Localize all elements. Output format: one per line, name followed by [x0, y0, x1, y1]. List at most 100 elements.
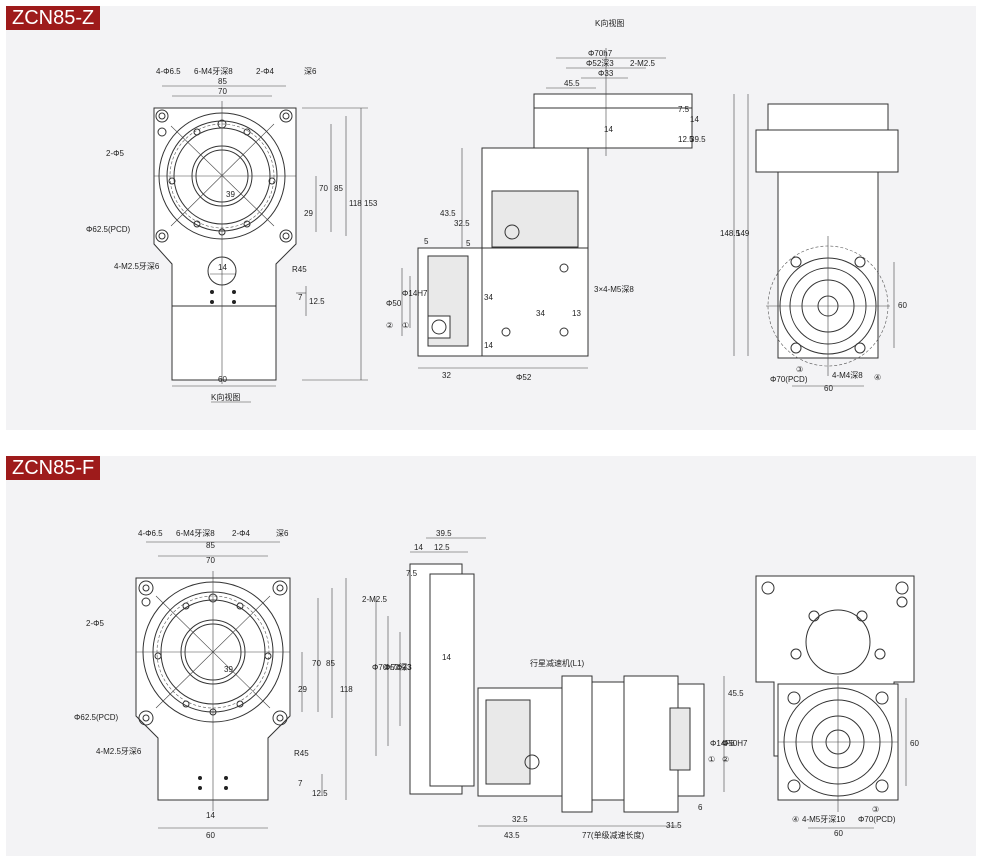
label-circ4: ④: [792, 815, 799, 824]
back-view: Φ70(PCD) 4-M4深8 ③ ④ 60 60: [755, 103, 907, 393]
dim-7-5: 7.5: [406, 569, 418, 578]
label-m5: 4-M5牙深10: [802, 815, 846, 824]
drawing-zcn85-f: 4-Φ6.5 6-M4牙深8 2-Φ4 深6 85 70 2-Φ5 39 Φ62…: [74, 529, 919, 840]
label-pcd: Φ62.5(PCD): [74, 713, 119, 722]
label-pin-depth: 深6: [304, 67, 317, 76]
front-view: 4-Φ6.5 6-M4牙深8 2-Φ4 深6 85 70 2-Φ5 39 Φ62…: [86, 67, 378, 403]
label-holes: 4-Φ6.5: [156, 67, 181, 76]
dim-7-5: 7.5: [678, 105, 690, 114]
dim-29: 29: [304, 209, 313, 218]
dim-phi52: Φ52深3: [586, 59, 614, 68]
dim-14: 14: [218, 263, 227, 272]
dim-34b: 34: [536, 309, 545, 318]
label-r45: R45: [294, 749, 309, 758]
label-circ1: ①: [708, 755, 715, 764]
label-threads: 6-M4牙深8: [194, 67, 233, 76]
label-circ4: ④: [874, 373, 881, 382]
dim-phi70: Φ70h7: [372, 663, 397, 672]
dim-31-5: 31.5: [666, 821, 682, 830]
side-view: 39.5 14 12.5 7.5 2-M2.5 Φ70h7 Φ52深3 Φ33 …: [362, 529, 748, 840]
dim-43-5: 43.5: [440, 209, 456, 218]
dim-5a: 5: [424, 237, 429, 246]
dim-phi50: Φ50: [386, 299, 402, 308]
dim-32-5: 32.5: [454, 219, 470, 228]
back-view: 60 ④ 4-M5牙深10 Φ70(PCD) ③ 60: [755, 575, 919, 838]
dim-32-5: 32.5: [512, 815, 528, 824]
dim-h70: 70: [312, 659, 321, 668]
dim-14: 14: [206, 811, 215, 820]
panel-title: ZCN85-Z: [6, 6, 101, 30]
label-k-view-top: K向视图: [595, 18, 624, 28]
dim-60: 60: [910, 739, 919, 748]
dim-14d: 14: [484, 341, 493, 350]
dim-43-5: 43.5: [504, 831, 520, 840]
dim-12-5: 12.5: [312, 789, 328, 798]
dim-12-5: 12.5: [309, 297, 325, 306]
dim-14c: 14: [604, 125, 613, 134]
dim-14b: 14: [414, 543, 423, 552]
dim-45-5: 45.5: [564, 79, 580, 88]
dim-7: 7: [298, 293, 303, 302]
dim-phi52: Φ52深3: [384, 663, 412, 672]
dim-77: 77(单级减速长度): [582, 830, 645, 840]
dim-phi33: Φ33: [396, 663, 412, 672]
dim-149: 149: [736, 229, 750, 238]
dim-5b: 5: [466, 239, 471, 248]
panel-zcn85-f: ZCN85-F: [6, 456, 976, 856]
dim-70: 70: [206, 556, 215, 565]
label-circ2: ②: [722, 755, 729, 764]
dim-60c: 60: [824, 384, 833, 393]
dim-h85: 85: [326, 659, 335, 668]
label-tap: 4-M2.5牙深6: [96, 747, 142, 756]
dim-pcd70: Φ70(PCD): [858, 815, 896, 824]
dim-h70: 70: [319, 184, 328, 193]
label-holes: 4-Φ6.5: [138, 529, 163, 538]
dim-60b: 60: [898, 301, 907, 310]
label-pin2: 2-Φ5: [106, 149, 124, 158]
dim-34a: 34: [484, 293, 493, 302]
side-view: K向视图 Φ70h7 Φ52深3 2-M2.5 Φ33 45.5 7.5 14 …: [386, 18, 750, 382]
label-m4d8: 4-M4深8: [832, 371, 863, 380]
label-circ3: ③: [796, 365, 803, 374]
dim-60: 60: [218, 375, 227, 384]
label-pin: 2-Φ4: [232, 529, 250, 538]
dim-85: 85: [206, 541, 215, 550]
label-r45: R45: [292, 265, 307, 274]
dim-70: 70: [218, 87, 227, 96]
dim-60b: 60: [834, 829, 843, 838]
label-circ3: ③: [872, 805, 879, 814]
label-pin: 2-Φ4: [256, 67, 274, 76]
label-m25: 2-M2.5: [362, 595, 387, 604]
dim-32: 32: [442, 371, 451, 380]
dim-h153: 153: [364, 199, 378, 208]
dim-13: 13: [572, 309, 581, 318]
label-circ2: ②: [386, 321, 393, 330]
dim-39: 39: [226, 190, 235, 199]
dim-14c: 14: [442, 653, 451, 662]
dim-phi14: Φ14F6: [710, 739, 735, 748]
dim-h118: 118: [349, 199, 362, 208]
dim-6: 6: [698, 803, 703, 812]
label-pin-depth: 深6: [276, 529, 289, 538]
dim-39: 39: [224, 665, 233, 674]
label-m25: 2-M2.5: [630, 59, 655, 68]
dim-85: 85: [218, 77, 227, 86]
dim-phi14h7: Φ14H7: [402, 289, 428, 298]
dim-39-5: 39.5: [690, 135, 706, 144]
dim-h118: 118: [340, 685, 353, 694]
dim-39-5: 39.5: [436, 529, 452, 538]
dim-phi70: Φ70h7: [588, 49, 613, 58]
dim-7: 7: [298, 779, 303, 788]
panel-title: ZCN85-F: [6, 456, 101, 480]
dim-12-5b: 12.5: [678, 135, 694, 144]
drawing-zcn85-z: 4-Φ6.5 6-M4牙深8 2-Φ4 深6 85 70 2-Φ5 39 Φ62…: [86, 18, 907, 403]
label-m5: 3×4-M5深8: [594, 285, 634, 294]
label-circ1: ①: [402, 321, 409, 330]
dim-pcd70: Φ70(PCD): [770, 375, 808, 384]
dim-12-5b: 12.5: [434, 543, 450, 552]
panel-zcn85-z: ZCN85-Z: [6, 6, 976, 430]
label-threads: 6-M4牙深8: [176, 529, 215, 538]
dim-phi33: Φ33: [598, 69, 614, 78]
dim-h85: 85: [334, 184, 343, 193]
label-tap: 4-M2.5牙深6: [114, 262, 160, 271]
